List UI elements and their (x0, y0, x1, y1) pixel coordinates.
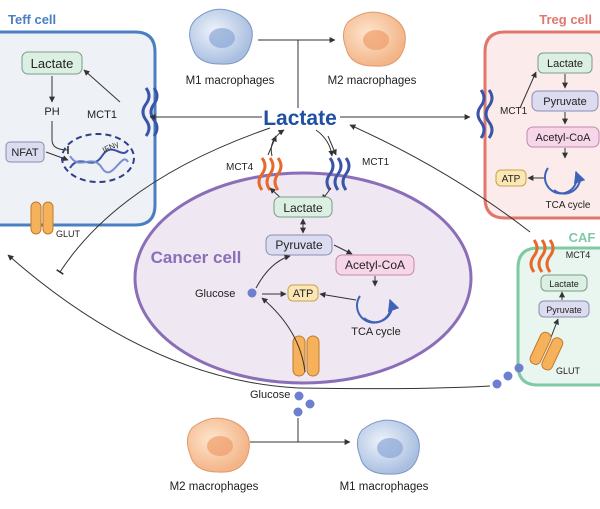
caf-lactate-to-title-arrow (349, 124, 531, 233)
cancer-atp-box (287, 284, 319, 302)
cancer-cell-membrane (133, 171, 473, 385)
bottom-glucose-label: Glucose (250, 389, 290, 401)
treg-atp-box (495, 169, 527, 187)
top-m2-macrophage-cell (342, 11, 406, 67)
treg-cell-label: Treg cell (539, 12, 592, 27)
treg-pyruvate-label: Pyruvate (543, 96, 586, 108)
teff-mct1-label: MCT1 (87, 109, 117, 121)
treg-mct1-label: MCT1 (500, 106, 528, 117)
cancer-cycle-arrow-icon (355, 295, 400, 324)
bottom-glucose-molecule-2 (305, 399, 315, 409)
caf-pyruvate-label: Pyruvate (546, 305, 582, 315)
glut-import-arrow (261, 297, 306, 373)
teff-lactate-label: Lactate (31, 56, 74, 71)
teff-ph-label: PH (44, 106, 59, 118)
bottom-glucose-molecule-3 (293, 407, 303, 417)
mct1-to-lactate-arrow (83, 69, 121, 103)
teff-lactate-box (21, 51, 83, 75)
nfat-label: NFAT (11, 147, 39, 159)
caf-lactate-label: Lactate (549, 279, 579, 289)
cancer-glucose-molecule (247, 288, 257, 298)
treg-tca-label: TCA cycle (545, 200, 590, 211)
dna-icon (69, 148, 129, 174)
caf-glucose-molecule-2 (503, 371, 513, 381)
bottom-glucose-molecule-1 (294, 391, 304, 401)
lactate-title: Lactate (263, 107, 337, 130)
teff-cell: Teff cell Lactate PH NFAT IFNγ MCT1 GLUT (0, 12, 159, 239)
cancer-cell-label: Cancer cell (151, 248, 242, 267)
lactate-inhibit-teff-line (56, 127, 271, 275)
teff-cell-membrane (0, 30, 157, 227)
treg-cell: Treg cell MCT1 Lactate Pyruvate Acetyl-C… (476, 12, 600, 220)
bottom-m1-label: M1 macrophages (340, 481, 429, 493)
caf-glucose-molecule-3 (514, 363, 524, 373)
glucose-to-caf-line (297, 385, 491, 390)
top-m1-label: M1 macrophages (186, 75, 275, 87)
nucleus (61, 133, 135, 183)
cancer-atp-label: ATP (293, 288, 314, 300)
cancer-lactate-to-title-arrow (270, 129, 285, 157)
caf-cell: CAF MCT4 Lactate Pyruvate GLUT (492, 230, 600, 389)
cancer-lactate-box (273, 196, 333, 218)
pyruvate-to-acetyl-arrow (333, 244, 353, 255)
cancer-mct1-label: MCT1 (362, 157, 390, 168)
caf-mct4-label: MCT4 (566, 250, 591, 260)
teff-mct1-transporter-icon (141, 87, 159, 137)
treg-acetyl-box (526, 126, 600, 148)
cancer-acetyl-box (335, 254, 415, 276)
treg-mct1-to-lactate-arrow (519, 71, 537, 109)
top-m2-label: M2 macrophages (328, 75, 417, 87)
cancer-mct4-label: MCT4 (226, 162, 254, 173)
cancer-mct1-transporter-icon (325, 157, 351, 191)
caf-lactate-box (540, 274, 588, 292)
caf-cell-label: CAF (569, 230, 596, 245)
nfat-box (5, 141, 45, 163)
cancer-glut-channel-icon (292, 335, 320, 377)
glucose-to-pyruvate-arrow (255, 254, 291, 289)
title-to-cancer-arrow (315, 129, 335, 157)
treg-cycle-arrow-icon (543, 167, 586, 195)
teff-glut-channel-icon (30, 201, 54, 235)
bottom-m2-macrophage-cell (186, 417, 250, 473)
cancer-lactate-label: Lactate (283, 201, 323, 215)
glucose-to-teff-arrow (7, 254, 299, 389)
cancer-cell: Cancer cell MCT4 MCT1 Lactate Pyruvate A… (133, 135, 473, 385)
top-macrophages: M1 macrophages M2 macrophages (186, 8, 417, 108)
treg-pyruvate-box (531, 90, 599, 112)
treg-lactate-box (537, 52, 593, 74)
treg-atp-label: ATP (502, 174, 521, 185)
cancer-mct4-transporter-icon (257, 157, 283, 191)
bottom-m2-label: M2 macrophages (170, 481, 259, 493)
cancer-glucose-label: Glucose (195, 288, 235, 300)
caf-mct4-transporter-icon (529, 239, 555, 273)
caf-glut-channel-icon (529, 331, 564, 371)
cancer-pyruvate-label: Pyruvate (275, 238, 323, 252)
top-m1-macrophage-cell (189, 8, 253, 65)
bottom-m1-macrophage-cell (356, 419, 420, 475)
treg-acetyl-label: Acetyl-CoA (535, 132, 591, 144)
teff-glut-label: GLUT (56, 229, 81, 239)
teff-cell-label: Teff cell (8, 12, 56, 27)
caf-glucose-molecule-1 (492, 379, 502, 389)
caf-pyruvate-box (538, 300, 590, 318)
bottom-section: Glucose M2 macrophages M1 macrophages (7, 254, 491, 493)
treg-lactate-label: Lactate (547, 58, 583, 70)
treg-mct1-transporter-icon (476, 89, 494, 139)
tca-to-atp-arrow (319, 291, 357, 301)
cancer-tca-label: TCA cycle (351, 326, 401, 338)
cancer-acetyl-label: Acetyl-CoA (345, 258, 405, 272)
cancer-pyruvate-box (265, 234, 333, 256)
nfat-to-ifng-arrow (45, 151, 69, 161)
caf-glut-label: GLUT (556, 366, 581, 376)
mct1-import-arrow (327, 135, 337, 156)
